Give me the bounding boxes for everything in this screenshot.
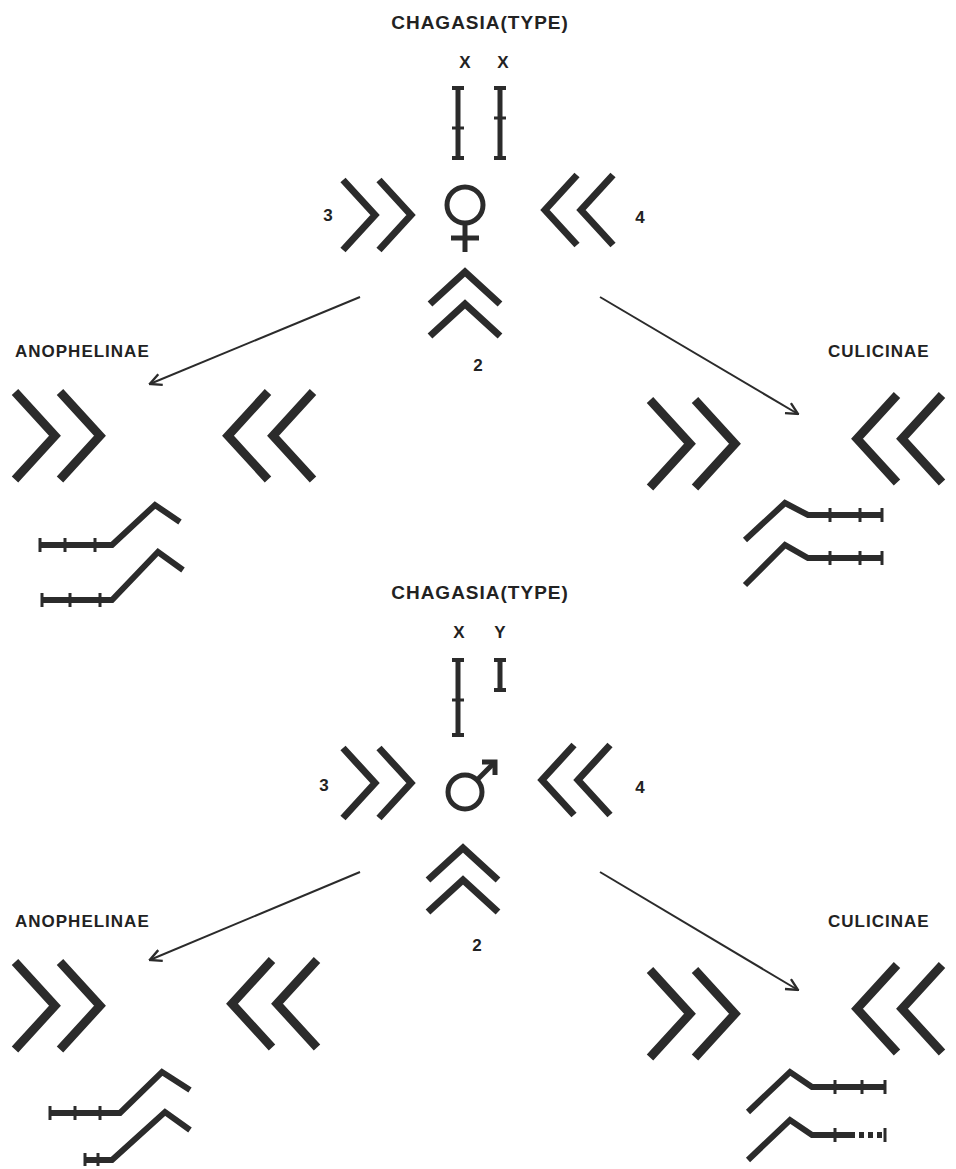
chromosome-label: X xyxy=(453,624,464,641)
male-symbol xyxy=(448,762,495,809)
chromosome-pair xyxy=(228,392,313,480)
x-chromosome xyxy=(452,88,464,158)
subfamily-label: CULICINAE xyxy=(798,342,930,414)
taxon-name: ANOPHELINAE xyxy=(15,912,150,932)
descent-arrow xyxy=(600,297,798,414)
callout-number: 3 xyxy=(319,777,328,794)
chromosome-pair xyxy=(857,965,942,1053)
taxon-name: CHAGASIA(TYPE) xyxy=(330,12,630,34)
karyotype-region: CHAGASIA(TYPE) xyxy=(330,12,630,297)
chromosome-pair xyxy=(650,970,735,1058)
male-karyotype xyxy=(15,660,942,1166)
sex-chromosome xyxy=(748,1072,885,1160)
sex-chromosome xyxy=(745,503,882,585)
chromosome-pair xyxy=(343,748,411,818)
sex-chromosome xyxy=(50,1072,190,1166)
callout-number: 4 xyxy=(635,779,644,796)
descent-arrow xyxy=(150,297,360,384)
callout-number: 2 xyxy=(472,937,481,954)
descent-arrow xyxy=(600,872,798,990)
chromosome-pair xyxy=(15,392,100,480)
chromosome-pair xyxy=(343,180,411,250)
chromosome-pair xyxy=(650,400,735,488)
karyotype-region: CHAGASIA(TYPE) xyxy=(330,582,630,872)
chromosome-pair xyxy=(545,175,613,245)
chromosome-pair xyxy=(857,395,942,483)
female-symbol xyxy=(447,187,483,252)
chromosome-label: X xyxy=(459,54,470,71)
chromosome-pair xyxy=(15,962,100,1050)
chromosome-label: Y xyxy=(494,624,505,641)
sex-chromosome xyxy=(40,505,183,607)
taxon-name: CULICINAE xyxy=(828,342,930,362)
chromosome-pair xyxy=(542,745,610,815)
x-chromosome xyxy=(452,660,464,735)
taxon-name: ANOPHELINAE xyxy=(15,342,150,362)
y-chromosome xyxy=(494,660,506,690)
callout-number: 2 xyxy=(473,357,482,374)
female-karyotype xyxy=(15,88,942,607)
chromosome-pair xyxy=(428,848,498,912)
chromosome-pair xyxy=(232,960,317,1048)
chromosome-label: X xyxy=(497,54,508,71)
subfamily-label: CULICINAE xyxy=(798,912,930,990)
callout-number: 4 xyxy=(635,209,644,226)
subfamily-label: ANOPHELINAE xyxy=(15,342,150,384)
descent-arrow xyxy=(150,872,360,960)
taxon-name: CULICINAE xyxy=(828,912,930,932)
taxon-name: CHAGASIA(TYPE) xyxy=(330,582,630,604)
subfamily-label: ANOPHELINAE xyxy=(15,912,150,960)
x-chromosome xyxy=(494,88,506,158)
callout-number: 3 xyxy=(323,207,332,224)
chromosome-pair xyxy=(430,272,500,336)
